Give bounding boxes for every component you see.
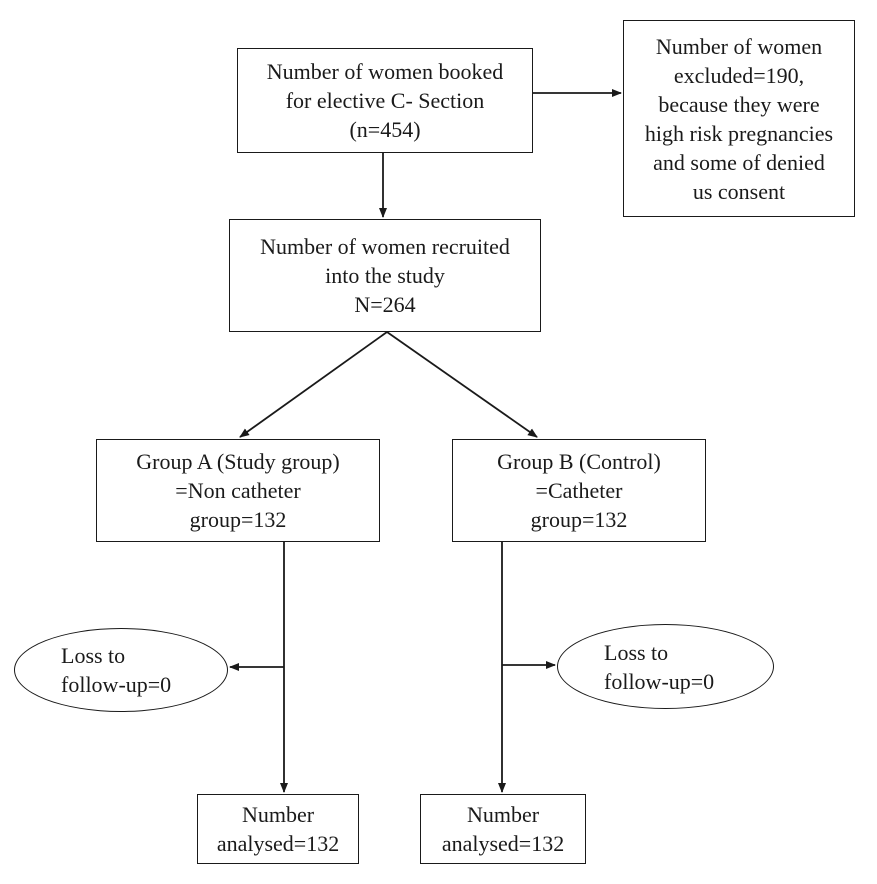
analysed-b-line-2: analysed=132 xyxy=(441,831,565,856)
recruited-box: Number of women recruited into the study… xyxy=(229,219,541,332)
analysed-a-box: Number analysed=132 xyxy=(197,794,359,864)
group-a-line-2: =Non catheter xyxy=(175,478,301,503)
recruited-line-1: Number of women recruited xyxy=(260,234,510,259)
loss-a-line-1: Loss to xyxy=(61,643,126,668)
analysed-a-line-1: Number xyxy=(241,802,315,827)
excluded-line-2: excluded=190, xyxy=(673,62,805,88)
excluded-line-4: high risk pregnancies xyxy=(644,120,834,146)
group-a-line-3: group=132 xyxy=(189,507,287,532)
group-b-box: Group B (Control) =Catheter group=132 xyxy=(452,439,706,542)
loss-b-line-1: Loss to xyxy=(604,639,669,665)
loss-to-follow-up-b-ellipse: Loss to follow-up=0 xyxy=(557,624,774,709)
excluded-box: Number of women excluded=190, because th… xyxy=(623,20,855,217)
analysed-b-line-1: Number xyxy=(466,802,540,827)
group-a-line-1: Group A (Study group) xyxy=(136,449,340,474)
booked-box: Number of women booked for elective C- S… xyxy=(237,48,533,153)
excluded-line-1: Number of women xyxy=(655,33,823,59)
loss-a-line-2: follow-up=0 xyxy=(61,672,172,697)
analysed-b-box: Number analysed=132 xyxy=(420,794,586,864)
excluded-line-3: because they were xyxy=(658,91,820,117)
analysed-a-line-2: analysed=132 xyxy=(216,831,340,856)
arrow-recruited-to-group-b xyxy=(386,331,538,438)
group-b-line-3: group=132 xyxy=(530,507,628,532)
recruited-line-2: into the study xyxy=(325,263,445,288)
loss-to-follow-up-a-ellipse: Loss to follow-up=0 xyxy=(14,628,228,712)
loss-b-line-2: follow-up=0 xyxy=(604,668,715,694)
booked-line-2: for elective C- Section xyxy=(285,88,485,113)
recruited-line-3: N=264 xyxy=(354,292,416,317)
excluded-line-5: and some of denied xyxy=(653,149,825,175)
group-b-line-2: =Catheter xyxy=(535,478,623,503)
arrow-recruited-to-group-a xyxy=(239,331,388,438)
group-a-box: Group A (Study group) =Non catheter grou… xyxy=(96,439,380,542)
excluded-line-6: us consent xyxy=(692,178,786,204)
booked-line-3: (n=454) xyxy=(349,117,421,142)
group-b-line-1: Group B (Control) xyxy=(497,449,661,474)
booked-line-1: Number of women booked xyxy=(266,59,504,84)
